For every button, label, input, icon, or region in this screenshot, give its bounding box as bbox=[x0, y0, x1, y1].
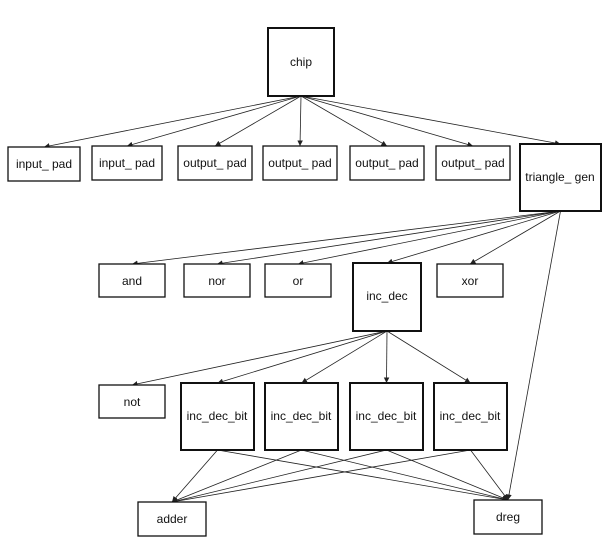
edge-inc-dec-bit-2-to-dreg bbox=[301, 449, 509, 502]
node-label-triangle-gen: triangle_ gen bbox=[525, 170, 594, 184]
node-dreg: dreg bbox=[473, 499, 543, 535]
node-label-output-pad-3: output_ pad bbox=[355, 156, 418, 170]
node-xor: xor bbox=[436, 263, 504, 298]
edge-inc-dec-to-not bbox=[131, 330, 388, 387]
edge-inc-dec-bit-2-to-adder bbox=[171, 449, 302, 503]
node-output-pad-2: output_ pad bbox=[262, 145, 338, 181]
node-inc-dec-bit-4: inc_dec_bit bbox=[433, 382, 508, 451]
edge-triangle-gen-to-inc-dec bbox=[386, 210, 561, 265]
node-label-inc-dec-bit-1: inc_dec_bit bbox=[187, 409, 248, 423]
edge-triangle-gen-to-xor bbox=[469, 210, 561, 265]
edges bbox=[43, 95, 561, 504]
node-inc-dec-bit-1: inc_dec_bit bbox=[180, 382, 255, 451]
node-input-pad-1: input_ pad bbox=[7, 146, 81, 182]
node-triangle-gen: triangle_ gen bbox=[519, 143, 602, 212]
node-nor: nor bbox=[183, 263, 251, 298]
edge-chip-to-triangle-gen bbox=[300, 95, 561, 146]
node-label-input-pad-1: input_ pad bbox=[16, 157, 72, 171]
edge-chip-to-output-pad-1 bbox=[214, 95, 302, 147]
edge-inc-dec-to-inc-dec-bit-3 bbox=[383, 330, 390, 384]
node-label-xor: xor bbox=[462, 274, 479, 288]
node-label-and: and bbox=[122, 274, 142, 288]
node-label-output-pad-1: output_ pad bbox=[183, 156, 246, 170]
node-inc-dec-bit-3: inc_dec_bit bbox=[349, 382, 424, 451]
edge-triangle-gen-to-and bbox=[131, 210, 561, 267]
edge-inc-dec-bit-3-to-dreg bbox=[386, 449, 509, 501]
edge-chip-to-output-pad-2 bbox=[297, 95, 303, 147]
edge-inc-dec-bit-4-to-adder bbox=[171, 449, 471, 504]
node-label-inc-dec-bit-3: inc_dec_bit bbox=[356, 409, 417, 423]
edge-chip-to-output-pad-3 bbox=[300, 95, 388, 147]
node-input-pad-2: input_ pad bbox=[91, 145, 163, 181]
node-label-nor: nor bbox=[208, 274, 225, 288]
node-and: and bbox=[98, 263, 166, 298]
edge-chip-to-output-pad-4 bbox=[300, 95, 474, 148]
node-adder: adder bbox=[137, 501, 207, 537]
edge-inc-dec-to-inc-dec-bit-4 bbox=[386, 330, 471, 384]
node-label-inc-dec-bit-2: inc_dec_bit bbox=[271, 409, 332, 423]
edge-inc-dec-bit-1-to-dreg bbox=[217, 449, 509, 502]
node-label-inc-dec: inc_dec bbox=[366, 289, 407, 303]
edge-chip-to-input-pad-1 bbox=[43, 95, 302, 149]
node-label-not: not bbox=[124, 395, 141, 409]
edge-inc-dec-bit-3-to-adder bbox=[171, 449, 387, 504]
node-inc-dec: inc_dec bbox=[352, 262, 422, 332]
node-label-or: or bbox=[293, 274, 304, 288]
edge-inc-dec-to-inc-dec-bit-1 bbox=[217, 330, 388, 385]
node-label-inc-dec-bit-4: inc_dec_bit bbox=[440, 409, 501, 423]
node-label-chip: chip bbox=[290, 55, 312, 69]
node-inc-dec-bit-2: inc_dec_bit bbox=[264, 382, 339, 451]
edge-inc-dec-to-inc-dec-bit-2 bbox=[301, 330, 388, 384]
edge-chip-to-input-pad-2 bbox=[126, 95, 302, 148]
node-label-output-pad-2: output_ pad bbox=[268, 156, 331, 170]
node-or: or bbox=[264, 263, 332, 298]
node-chip: chip bbox=[267, 27, 335, 97]
node-label-output-pad-4: output_ pad bbox=[441, 156, 504, 170]
edge-triangle-gen-to-dreg bbox=[506, 210, 561, 501]
node-label-dreg: dreg bbox=[496, 510, 520, 524]
node-output-pad-4: output_ pad bbox=[435, 145, 511, 181]
nodes: chip input_ pad input_ pad output_ pad o… bbox=[7, 27, 602, 537]
node-output-pad-1: output_ pad bbox=[177, 145, 253, 181]
node-label-adder: adder bbox=[157, 512, 188, 526]
node-not: not bbox=[98, 384, 166, 419]
edge-inc-dec-bit-4-to-dreg bbox=[470, 449, 509, 501]
edge-inc-dec-bit-1-to-adder bbox=[171, 449, 218, 503]
edge-triangle-gen-to-or bbox=[297, 210, 561, 266]
node-output-pad-3: output_ pad bbox=[349, 145, 425, 181]
node-label-input-pad-2: input_ pad bbox=[99, 156, 155, 170]
edge-triangle-gen-to-nor bbox=[216, 210, 561, 266]
